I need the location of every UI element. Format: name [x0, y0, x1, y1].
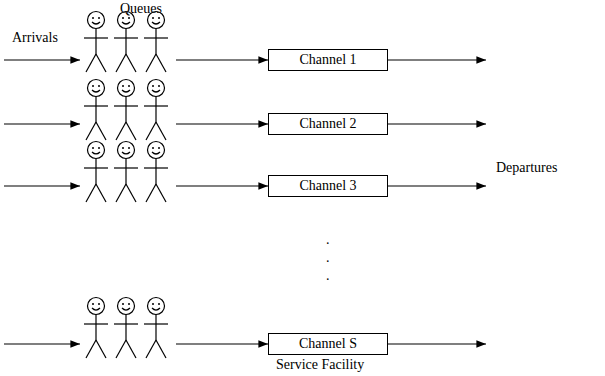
- diagram-label: Queues: [120, 1, 162, 16]
- person-figure: [114, 142, 138, 203]
- flow-arrow: [4, 343, 80, 344]
- flow-arrow: [388, 185, 486, 186]
- flow-arrow: [388, 343, 486, 344]
- person-figure: [84, 80, 108, 141]
- channel-label: Channel 2: [299, 116, 356, 131]
- ellipsis-dot: .: [326, 232, 330, 247]
- person-figure: [144, 80, 168, 141]
- person-figure: [144, 298, 168, 359]
- person-figure: [144, 12, 168, 73]
- channel-label: Channel 1: [299, 52, 356, 67]
- flow-arrow: [388, 123, 486, 124]
- person-figure: [84, 12, 108, 73]
- flow-arrow: [4, 123, 80, 124]
- channel-box: Channel 2: [268, 113, 388, 135]
- flow-arrow: [176, 343, 268, 344]
- flow-arrow: [176, 185, 268, 186]
- ellipsis-dot: .: [326, 268, 330, 283]
- diagram-label: Departures: [496, 160, 557, 175]
- diagram-label: Arrivals: [12, 30, 58, 45]
- channel-box: Channel 1: [268, 49, 388, 71]
- diagram-label: Service Facility: [276, 357, 364, 372]
- ellipsis-dot: .: [326, 250, 330, 265]
- person-figure: [84, 298, 108, 359]
- flow-arrow: [388, 59, 486, 60]
- person-figure: [114, 80, 138, 141]
- channel-label: Channel 3: [299, 178, 356, 193]
- person-figure: [114, 298, 138, 359]
- channel-box: Channel S: [268, 333, 388, 355]
- person-figure: [144, 142, 168, 203]
- flow-arrow: [4, 185, 80, 186]
- person-figure: [84, 142, 108, 203]
- flow-arrow: [176, 123, 268, 124]
- person-figure: [114, 12, 138, 73]
- channel-label: Channel S: [299, 336, 357, 351]
- channel-box: Channel 3: [268, 175, 388, 197]
- flow-arrow: [176, 59, 268, 60]
- flow-arrow: [4, 59, 80, 60]
